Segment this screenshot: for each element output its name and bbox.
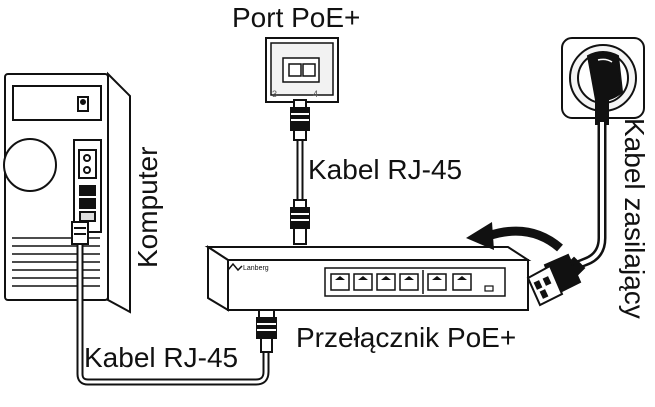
power-cable-line (573, 122, 607, 271)
computer-tower-icon (3, 71, 131, 314)
rj45-plug-icon (71, 221, 89, 245)
switch-brand-logo: Lanberg (243, 265, 269, 272)
cable-bottom-label: Kabel RJ-45 (84, 342, 239, 373)
iec-power-plug-icon (526, 253, 586, 307)
arrow-icon (466, 222, 563, 252)
network-switch-icon (204, 245, 532, 312)
power-cable-label: Kabel zasilający (619, 118, 650, 319)
computer-label: Komputer (132, 146, 163, 268)
cable-top-label: Kabel RJ-45 (308, 154, 463, 185)
rj45-plug-icon (256, 309, 277, 353)
rj45-plug-icon (290, 199, 310, 245)
port-number-3: 3 (272, 89, 277, 99)
port-number-4: 4 (313, 89, 318, 99)
power-socket-icon (561, 37, 645, 125)
port-poe-label: Port PoE+ (232, 2, 361, 33)
switch-label: Przełącznik PoE+ (296, 322, 517, 353)
rj45-plug-icon (290, 99, 310, 141)
wall-port-icon (265, 37, 339, 103)
